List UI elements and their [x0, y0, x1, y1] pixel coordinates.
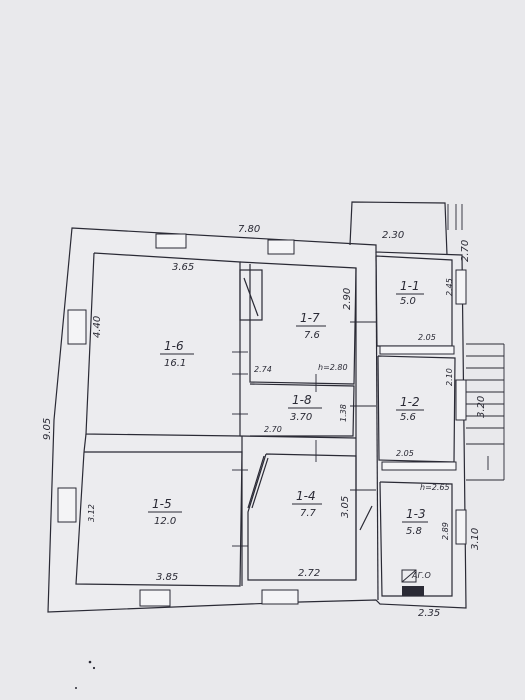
dim-room18-height: 1.38: [339, 404, 348, 422]
room-1-6: 1-6 16.1: [160, 339, 194, 369]
dim-room16-height: 4.40: [92, 316, 103, 338]
room-id: 1-3: [406, 507, 426, 521]
room-area: 5.0: [400, 296, 416, 307]
dim-room13-height: 2.89: [441, 522, 450, 540]
dim-porch-height: 3.20: [476, 396, 487, 418]
room-area: 7.6: [304, 330, 320, 341]
dim-room18-width: 2.70: [264, 425, 282, 434]
dim-room12-height: 2.10: [445, 368, 454, 386]
room-id: 1-1: [400, 279, 420, 293]
room-area: 16.1: [164, 358, 186, 369]
porch-stairs: [447, 204, 505, 481]
room-1-8: 1-8 3.70: [288, 393, 322, 423]
dim-room17-width: 2.74: [254, 365, 272, 374]
room-area: 5.6: [400, 412, 416, 423]
gas-boiler-icon: [401, 569, 424, 596]
dim-annex-height: 2.70: [460, 240, 471, 262]
room-id: 1-7: [300, 311, 320, 325]
room-1-4: 1-4 7.7: [292, 489, 322, 519]
room-area: 7.7: [300, 508, 317, 519]
room-area: 3.70: [290, 412, 312, 423]
dim-room11-height: 2.45: [445, 278, 454, 296]
room-1-3: 1-3 5.8: [402, 507, 428, 537]
room-id: 1-4: [296, 489, 316, 503]
room-1-7: 1-7 7.6: [296, 311, 326, 341]
dim-room15-height: 3.12: [87, 504, 96, 522]
room-1-5: 1-5 12.0: [148, 497, 182, 527]
room-id: 1-6: [164, 339, 184, 353]
room-id: 1-8: [292, 393, 312, 407]
room-1-1: 1-1 5.0: [396, 279, 424, 307]
walls: [47, 201, 467, 613]
dim-overall-height: 9.05: [42, 418, 53, 440]
dim-room15-width: 3.85: [156, 572, 178, 583]
dim-room13-h: h=2.65: [420, 483, 450, 492]
dim-room14-width: 2.72: [298, 568, 320, 579]
appliance-label: АГ.О: [411, 571, 431, 580]
paper-marks: [75, 660, 96, 689]
room-1-2: 1-2 5.6: [396, 395, 424, 423]
dim-room14-height: 3.05: [340, 496, 351, 518]
dim-room17-height: 2.90: [342, 288, 353, 310]
dim-overall-width: 7.80: [238, 224, 260, 235]
room-area: 12.0: [154, 516, 176, 527]
dim-bottom-right-width: 2.35: [418, 608, 440, 619]
dim-room12-width: 2.05: [396, 449, 414, 458]
dim-annex-width: 2.30: [382, 230, 404, 241]
room-id: 1-2: [400, 395, 420, 409]
dim-room16-width: 3.65: [172, 262, 194, 273]
room-area: 5.8: [406, 526, 422, 537]
dim-room11-width: 2.05: [418, 333, 436, 342]
dim-right-height: 3.10: [470, 528, 481, 550]
wall-ticks: [232, 321, 376, 547]
dim-room17-h: h=2.80: [318, 363, 348, 372]
room-id: 1-5: [152, 497, 172, 511]
windows: [57, 233, 467, 607]
